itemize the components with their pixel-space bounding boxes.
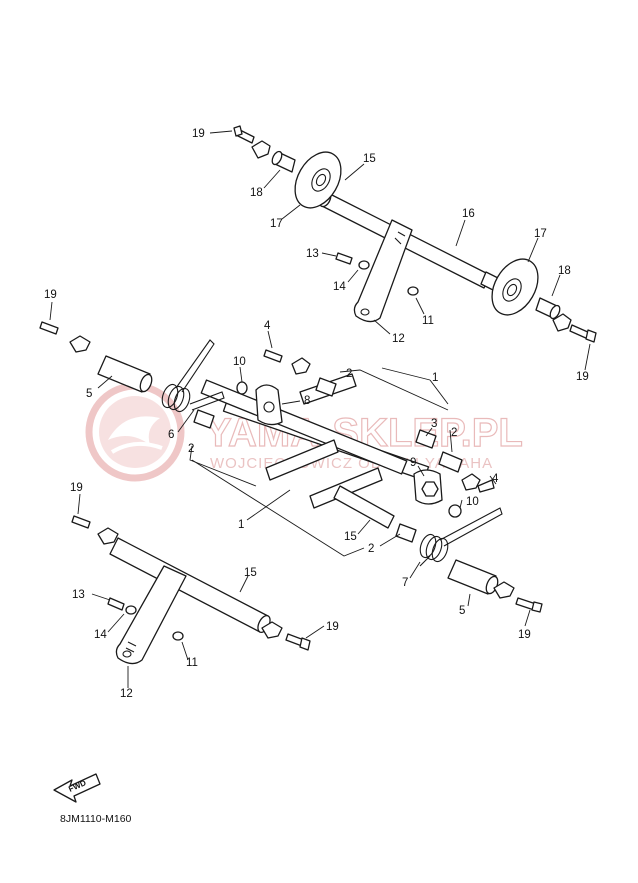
callout-2: 2 [188,443,194,455]
diagram-code: 8JM1110-M160 [60,813,132,825]
callout-19: 19 [326,621,339,633]
callout-15: 15 [344,531,357,543]
left-spring-6 [161,339,225,413]
bushing [315,377,337,397]
callout-1: 1 [432,372,438,384]
leader-lines [49,130,591,688]
callout-3: 3 [431,418,437,430]
callout-19: 19 [518,629,531,641]
callout-19: 19 [576,371,589,383]
callout-8: 8 [304,395,310,407]
top-right-wheel [491,258,539,316]
bottom-shaft-assembly [71,515,311,665]
bottom-shaft [109,537,269,633]
callout-2: 2 [451,427,457,439]
callout-2: 2 [346,368,352,380]
callout-13: 13 [72,589,85,601]
callout-4: 4 [492,473,499,485]
callout-12: 12 [392,333,405,345]
top-shaft-assembly [233,125,597,343]
callout-17: 17 [534,228,547,240]
callout-10: 10 [233,356,246,368]
callout-14: 14 [94,629,107,641]
fwd-arrow-icon: FWD [53,773,101,803]
callout-5: 5 [86,388,92,400]
callout-10: 10 [466,496,479,508]
callout-2: 2 [368,543,374,555]
callout-18: 18 [558,265,571,277]
callout-15: 15 [363,153,376,165]
left-bushing-5 [97,355,151,393]
callout-19: 19 [70,482,83,494]
callout-5: 5 [459,605,465,617]
callout-9: 9 [410,457,416,469]
callout-12: 12 [120,688,133,700]
callout-7: 7 [402,577,408,589]
callout-14: 14 [333,281,346,293]
callout-labels: 19 15 18 17 16 17 13 14 18 11 12 19 19 4… [44,128,589,700]
right-spring-7 [419,507,503,567]
callout-16: 16 [462,208,475,220]
callout-18: 18 [250,187,263,199]
callout-11: 11 [186,657,198,669]
right-bushing-5 [447,559,497,595]
callout-6: 6 [168,429,174,441]
callout-1: 1 [238,519,244,531]
right-spring-assembly [419,507,543,613]
callout-11: 11 [422,315,434,327]
callout-17: 17 [270,218,283,230]
bottom-arm [115,565,187,665]
callout-19: 19 [44,289,57,301]
callout-15: 15 [244,567,257,579]
callout-13: 13 [306,248,319,260]
callout-19: 19 [192,128,205,140]
callout-4: 4 [264,320,271,332]
bracket-left [255,384,283,426]
central-frame [193,349,495,543]
top-arm [353,219,413,323]
left-spring-assembly [39,321,225,413]
top-left-wheel [294,151,342,209]
